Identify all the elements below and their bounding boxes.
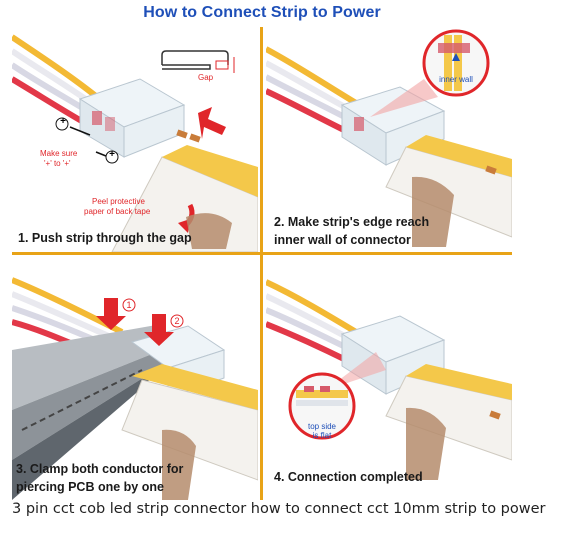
top-side-label-2: is flat	[312, 431, 332, 440]
step-3-caption: 3. Clamp both conductor for	[16, 462, 184, 476]
top-side-label: top side	[307, 422, 337, 431]
step-2-illustration	[266, 29, 512, 247]
inner-wall-label: inner wall	[439, 75, 473, 84]
zoom-inset	[288, 372, 356, 440]
panel-divider-vertical	[260, 27, 263, 500]
step-3-caption-2: piercing PCB one by one	[16, 480, 164, 494]
gap-inset	[161, 50, 235, 73]
press-arrow-1	[96, 298, 126, 330]
plus-top-label: +	[60, 116, 66, 127]
plus-bottom-label: +	[109, 149, 115, 160]
pliers	[12, 324, 172, 500]
page-title: How to Connect Strip to Power	[143, 4, 381, 21]
push-arrow	[198, 107, 226, 139]
panel-step-4: top side is flat 4. Connection completed	[266, 260, 512, 500]
panel-step-1: Gap + + Make sure '+' to '+' Peel protec…	[12, 27, 258, 252]
peel-label-2: paper of back tape	[84, 207, 151, 216]
plus-circle-bottom	[105, 150, 119, 164]
zoom-inset	[422, 29, 490, 97]
make-sure-label-2: '+' to '+'	[44, 159, 71, 168]
connector	[78, 78, 186, 158]
plus-circle-top	[55, 117, 69, 131]
step-marker-1: 1	[126, 300, 132, 310]
step-4-caption: 4. Connection completed	[274, 470, 423, 484]
gap-label: Gap	[198, 73, 214, 82]
step-marker-2: 2	[174, 316, 180, 326]
step-1-caption: 1. Push strip through the gap	[18, 231, 192, 245]
step-3-illustration	[12, 277, 258, 500]
make-sure-label: Make sure	[40, 149, 78, 158]
step-2-caption-2: inner wall of connector	[274, 233, 411, 247]
step-4-illustration	[266, 279, 512, 480]
led-strip	[121, 364, 258, 481]
press-arrow-2	[144, 314, 174, 346]
image-caption: 3 pin cct cob led strip connector how to…	[12, 501, 546, 517]
instruction-graphic: How to Connect Strip to Power	[12, 0, 512, 500]
step-1-illustration	[12, 34, 258, 252]
step-2-caption: 2. Make strip's edge reach	[274, 215, 430, 229]
panel-step-3: 1 2 3. Clamp both conductor for piercing…	[12, 260, 258, 500]
panel-step-2: inner wall 2. Make strip's edge reach in…	[266, 27, 512, 252]
led-strip	[385, 364, 512, 461]
peel-label: Peel protective	[92, 197, 145, 206]
